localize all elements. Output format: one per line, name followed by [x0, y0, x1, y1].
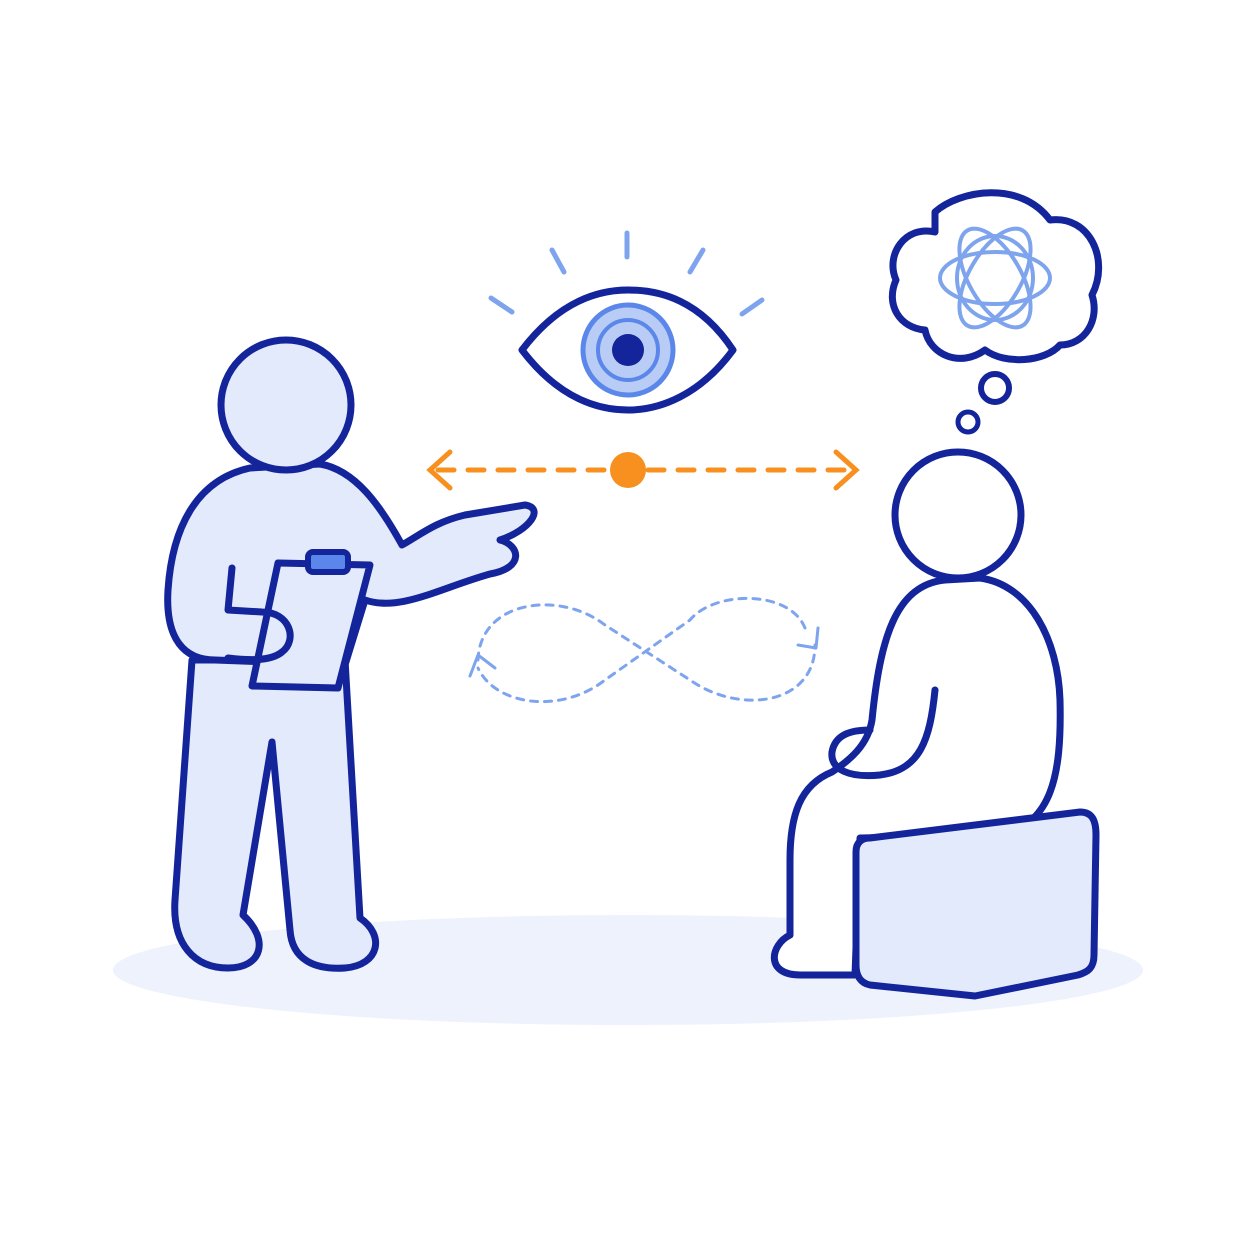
observer-head: [217, 336, 355, 474]
center-dot: [610, 452, 646, 488]
atom-tangle-icon: [938, 226, 1052, 330]
subject-head: [891, 448, 1025, 582]
observer-holding-arm: [224, 564, 294, 664]
double-arrow-with-dot: [426, 449, 860, 491]
eye-icon: [488, 230, 765, 414]
subject-figure: [770, 448, 1064, 979]
observer-figure: [164, 336, 538, 972]
thought-bubble-icon: [888, 189, 1103, 435]
subject-arm: [828, 686, 939, 780]
clipboard-icon: [248, 549, 374, 692]
cube-seat: [852, 808, 1100, 1000]
observer-legs: [171, 656, 380, 972]
subject-body: [770, 574, 1064, 979]
infinity-loop-arrows: [468, 596, 820, 703]
